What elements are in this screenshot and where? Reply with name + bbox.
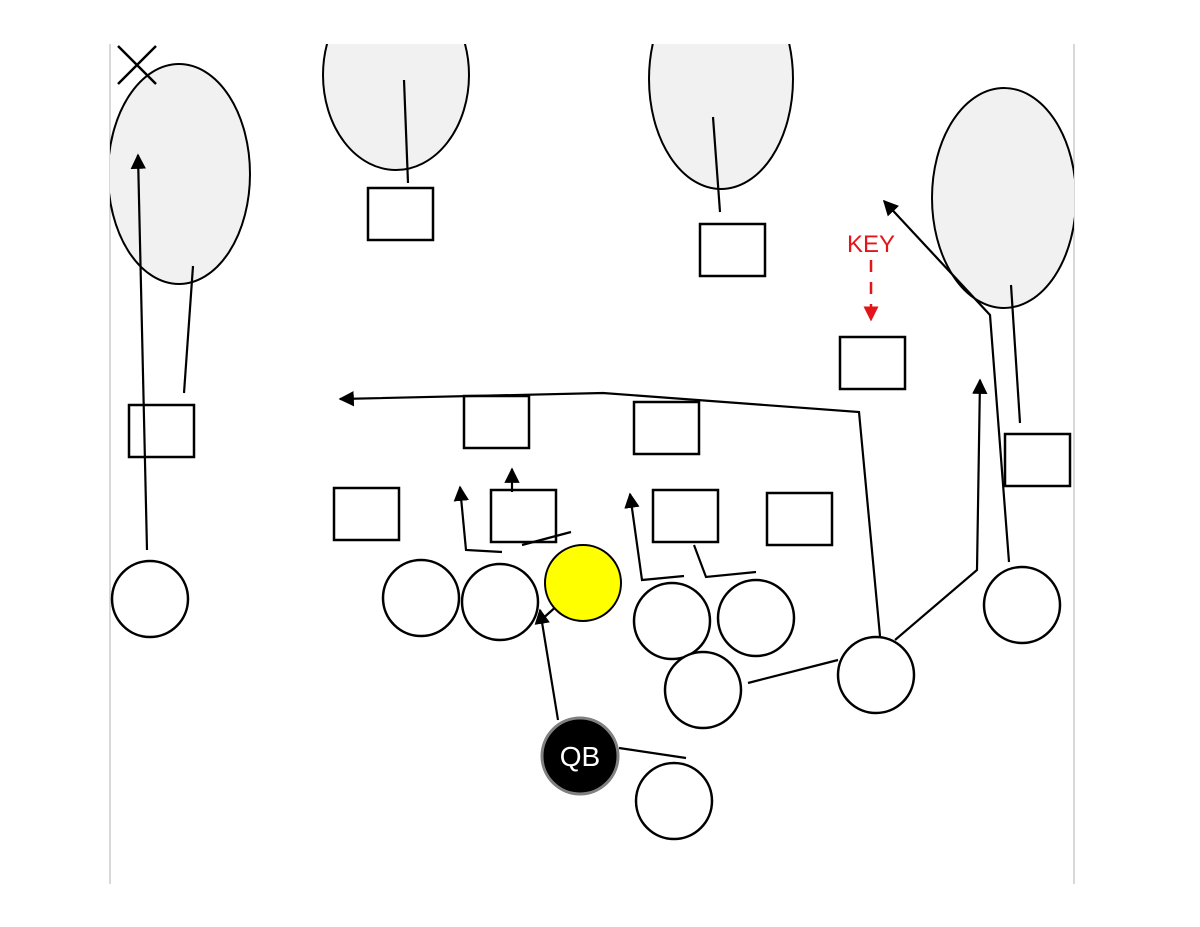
qb-drop <box>534 608 560 721</box>
deep-zone-left-middle <box>322 44 470 171</box>
drop-line-right-corner <box>1009 284 1022 424</box>
route-crosser <box>338 390 882 637</box>
block-guard-right <box>624 492 685 582</box>
defender-linebacker-left <box>462 394 531 450</box>
player-slot <box>836 635 916 715</box>
deep-zone-right-middle <box>648 44 794 190</box>
player-tight-end <box>663 650 743 730</box>
block-tackle-right <box>692 544 757 579</box>
block-center-base <box>521 530 572 547</box>
block-back-to-slot <box>747 658 839 685</box>
qb-label: QB <box>560 741 600 772</box>
route-right-corner-post <box>882 199 1011 563</box>
qb-to-back-line <box>618 746 687 760</box>
drop-line-left-middle <box>402 79 410 184</box>
defender-tackle-right <box>651 488 720 544</box>
player-running-back <box>634 761 714 841</box>
deep-zone-right <box>931 87 1074 309</box>
key-label: KEY <box>847 231 895 258</box>
player-left-wideout <box>110 559 190 639</box>
defender-safety-right <box>698 222 767 278</box>
ball-marker <box>544 544 622 622</box>
defender-tackle-left <box>489 488 558 544</box>
close-x-icon[interactable] <box>117 45 157 85</box>
player-left-tackle <box>381 558 461 638</box>
block-guard-left <box>453 485 503 554</box>
defender-corner-right <box>1003 432 1072 488</box>
player-left-guard <box>460 562 540 642</box>
route-slot-wheel <box>894 378 988 641</box>
player-right-guard <box>632 581 712 661</box>
player-right-wideout <box>982 565 1062 645</box>
defender-end-right <box>765 491 834 547</box>
quarterback <box>540 716 620 796</box>
route-left-wideout-go <box>130 153 149 551</box>
defender-safety-left <box>366 186 435 242</box>
drop-line-right-middle <box>711 116 722 213</box>
player-right-tackle <box>716 578 796 658</box>
defender-linebacker-right <box>632 400 701 456</box>
drop-line-left-corner <box>182 265 195 394</box>
defender-corner-left <box>127 403 196 459</box>
defender-end-left <box>332 486 401 542</box>
deep-zone-left <box>110 63 251 285</box>
defender-key <box>838 335 907 391</box>
